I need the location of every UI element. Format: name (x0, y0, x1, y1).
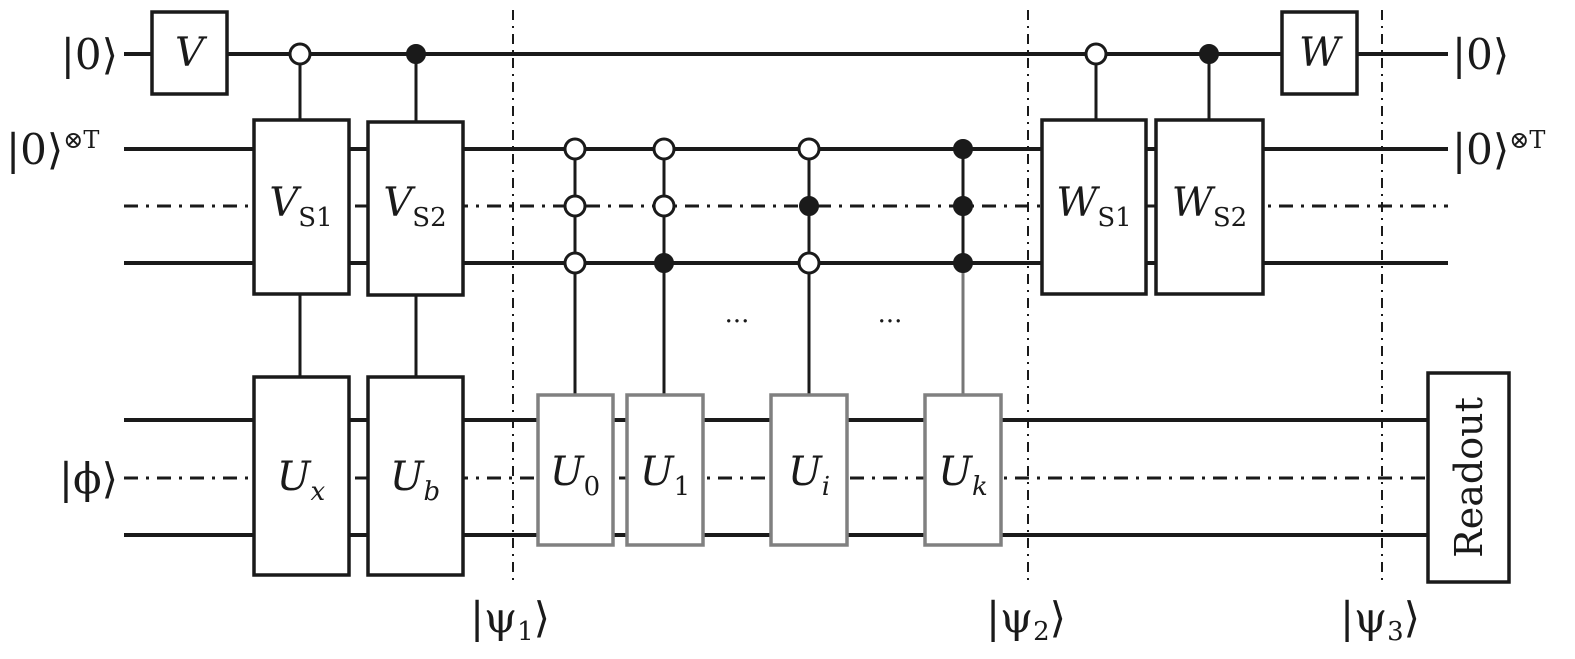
readout-box: Readout (1426, 371, 1511, 584)
control-u1-top (652, 137, 676, 161)
barrier-label-psi3: |ψ3⟩ (1340, 593, 1420, 647)
svg-text:WS2: WS2 (1172, 180, 1247, 233)
ellipsis-1: ··· (725, 307, 750, 337)
gate-vs2: VS2 (366, 120, 465, 297)
control-open-vs1 (288, 42, 312, 66)
gate-u0: U0 (536, 393, 615, 547)
output-label-register: |0⟩⊗T (1452, 125, 1545, 174)
control-ui-bot (797, 251, 821, 275)
input-label-ancilla: |0⟩ (61, 30, 118, 79)
control-open-ws1 (1084, 42, 1108, 66)
svg-text:WS1: WS1 (1056, 180, 1131, 233)
svg-text:Ub: Ub (390, 454, 440, 507)
input-label-state: |ϕ⟩ (59, 454, 118, 503)
svg-text:U1: U1 (640, 449, 690, 502)
gate-ub: Ub (366, 375, 465, 577)
svg-text:VS2: VS2 (383, 180, 446, 233)
svg-text:VS1: VS1 (269, 180, 332, 233)
svg-text:U0: U0 (550, 449, 600, 502)
gate-ws2: WS2 (1154, 118, 1265, 296)
control-uk-mid (953, 196, 973, 216)
control-u1-bot (654, 253, 674, 273)
control-filled-ws2 (1199, 44, 1219, 64)
control-uk-top (953, 139, 973, 159)
gate-w: W (1280, 10, 1359, 96)
svg-text:Ux: Ux (277, 454, 326, 507)
ellipsis-2: ··· (878, 307, 903, 337)
gate-uk: Uk (923, 393, 1003, 547)
gate-ux: Ux (252, 375, 351, 577)
barrier-label-psi1: |ψ1⟩ (470, 593, 550, 647)
gate-u1: U1 (625, 393, 705, 547)
control-ui-top (797, 137, 821, 161)
control-u0-mid (563, 194, 587, 218)
input-label-register: |0⟩⊗T (6, 125, 99, 174)
control-uk-bot (953, 253, 973, 273)
gate-ui: Ui (769, 393, 849, 547)
output-label-ancilla: |0⟩ (1452, 30, 1509, 79)
control-ui-mid (799, 196, 819, 216)
svg-text:W: W (1299, 30, 1343, 76)
control-filled-vs2 (406, 44, 426, 64)
control-u0-top (563, 137, 587, 161)
control-u1-mid (652, 194, 676, 218)
svg-text:Ui: Ui (788, 449, 830, 502)
svg-text:Readout: Readout (1447, 397, 1491, 558)
barrier-label-psi2: |ψ2⟩ (986, 593, 1066, 647)
gate-v: V (150, 10, 229, 96)
gate-ws1: WS1 (1040, 118, 1148, 296)
svg-text:V: V (175, 30, 208, 76)
control-u0-bot (563, 251, 587, 275)
gate-vs1: VS1 (252, 118, 351, 296)
svg-text:Uk: Uk (938, 449, 987, 502)
